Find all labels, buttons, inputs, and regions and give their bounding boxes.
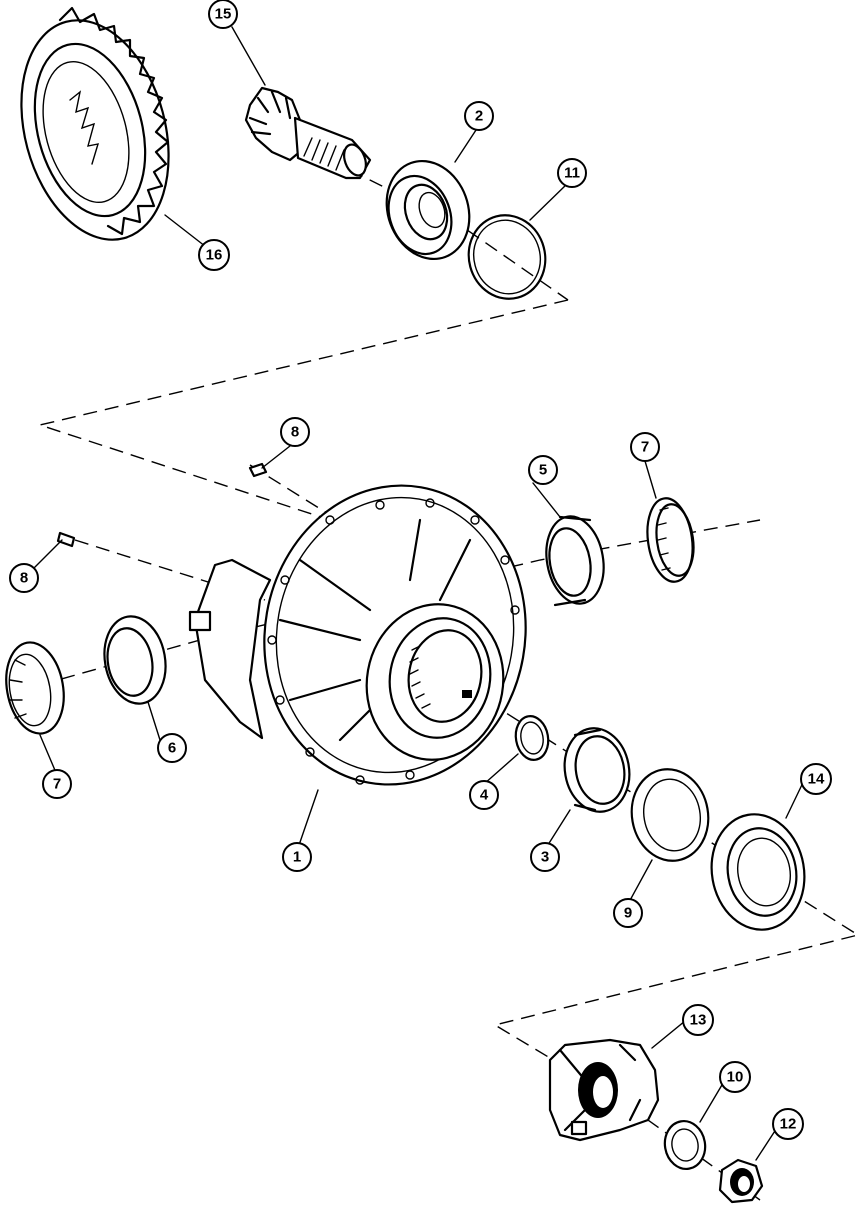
callout-4: 4 bbox=[469, 780, 499, 810]
callout-11-label: 11 bbox=[564, 165, 580, 182]
callout-5: 5 bbox=[528, 455, 558, 485]
callout-7-left: 7 bbox=[42, 769, 72, 799]
callout-9: 9 bbox=[613, 898, 643, 928]
leader-lines bbox=[31, 26, 811, 1161]
callout-6: 6 bbox=[157, 733, 187, 763]
callout-2-label: 2 bbox=[475, 108, 483, 125]
flange-washer-part bbox=[663, 1120, 707, 1170]
pin-upper-part bbox=[248, 462, 268, 478]
callout-7-left-label: 7 bbox=[53, 776, 61, 793]
bearing-cup-right-part bbox=[545, 515, 605, 607]
callout-8-upper-label: 8 bbox=[291, 424, 299, 441]
spacer-part bbox=[514, 715, 550, 761]
callout-7-right: 7 bbox=[630, 432, 660, 462]
callout-11: 11 bbox=[557, 158, 587, 188]
adjuster-nut-right-part bbox=[646, 497, 695, 583]
callout-9-label: 9 bbox=[624, 905, 632, 922]
callout-4-label: 4 bbox=[480, 787, 489, 804]
callout-8-lower-label: 8 bbox=[20, 570, 28, 587]
callout-1: 1 bbox=[282, 842, 312, 872]
callout-10-label: 10 bbox=[727, 1069, 744, 1086]
callout-15: 15 bbox=[208, 0, 238, 29]
yoke-part bbox=[548, 1038, 660, 1142]
callout-14-label: 14 bbox=[808, 771, 825, 788]
callout-3: 3 bbox=[530, 842, 560, 872]
callout-13: 13 bbox=[682, 1004, 714, 1036]
callout-15-label: 15 bbox=[215, 6, 232, 23]
pin-lower-part bbox=[56, 531, 76, 548]
ring-gear-part bbox=[20, 6, 170, 241]
callout-8-upper: 8 bbox=[280, 417, 310, 447]
callout-5-label: 5 bbox=[539, 462, 547, 479]
callout-1-label: 1 bbox=[293, 849, 301, 866]
callout-12: 12 bbox=[772, 1108, 804, 1140]
pinion-bearing-part bbox=[385, 159, 471, 261]
callout-10: 10 bbox=[719, 1061, 751, 1093]
callout-12-label: 12 bbox=[780, 1116, 797, 1133]
callout-16: 16 bbox=[198, 239, 230, 271]
callout-16-label: 16 bbox=[206, 247, 223, 264]
nut-part bbox=[718, 1158, 764, 1204]
adjuster-nut-left-part bbox=[5, 641, 65, 735]
callout-3-label: 3 bbox=[541, 849, 549, 866]
callout-6-label: 6 bbox=[168, 740, 176, 757]
snap-ring-part bbox=[467, 214, 547, 300]
washer-part bbox=[630, 768, 710, 862]
bearing-part-3 bbox=[563, 727, 631, 813]
bearing-cup-left-part bbox=[103, 615, 167, 705]
callout-8-lower: 8 bbox=[9, 563, 39, 593]
pinion-part bbox=[244, 86, 372, 180]
differential-housing-part bbox=[188, 484, 527, 786]
callout-13-label: 13 bbox=[690, 1012, 707, 1029]
seal-part bbox=[710, 813, 806, 931]
callout-14: 14 bbox=[800, 763, 832, 795]
callout-2: 2 bbox=[464, 101, 494, 131]
callout-7-right-label: 7 bbox=[641, 439, 649, 456]
